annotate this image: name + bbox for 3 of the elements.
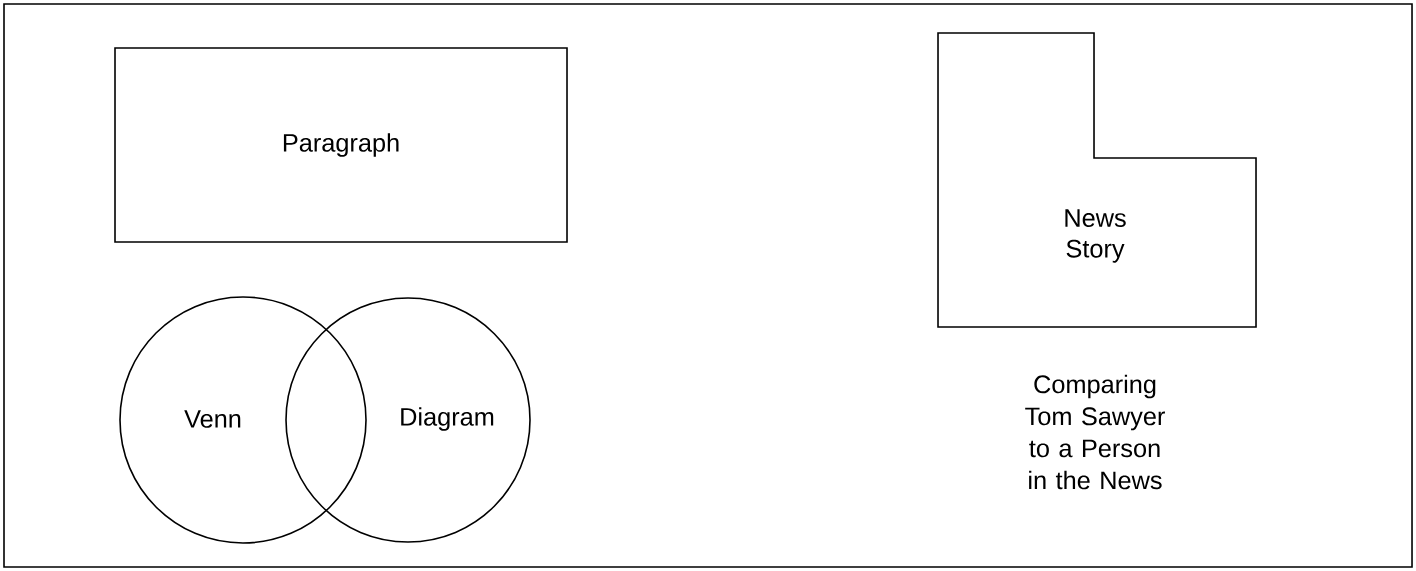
l-shaped-box: News Story (937, 32, 1257, 328)
caption-text: Comparing Tom Sawyer to a Person in the News (1025, 374, 1165, 490)
paragraph-box: Paragraph (114, 47, 568, 243)
